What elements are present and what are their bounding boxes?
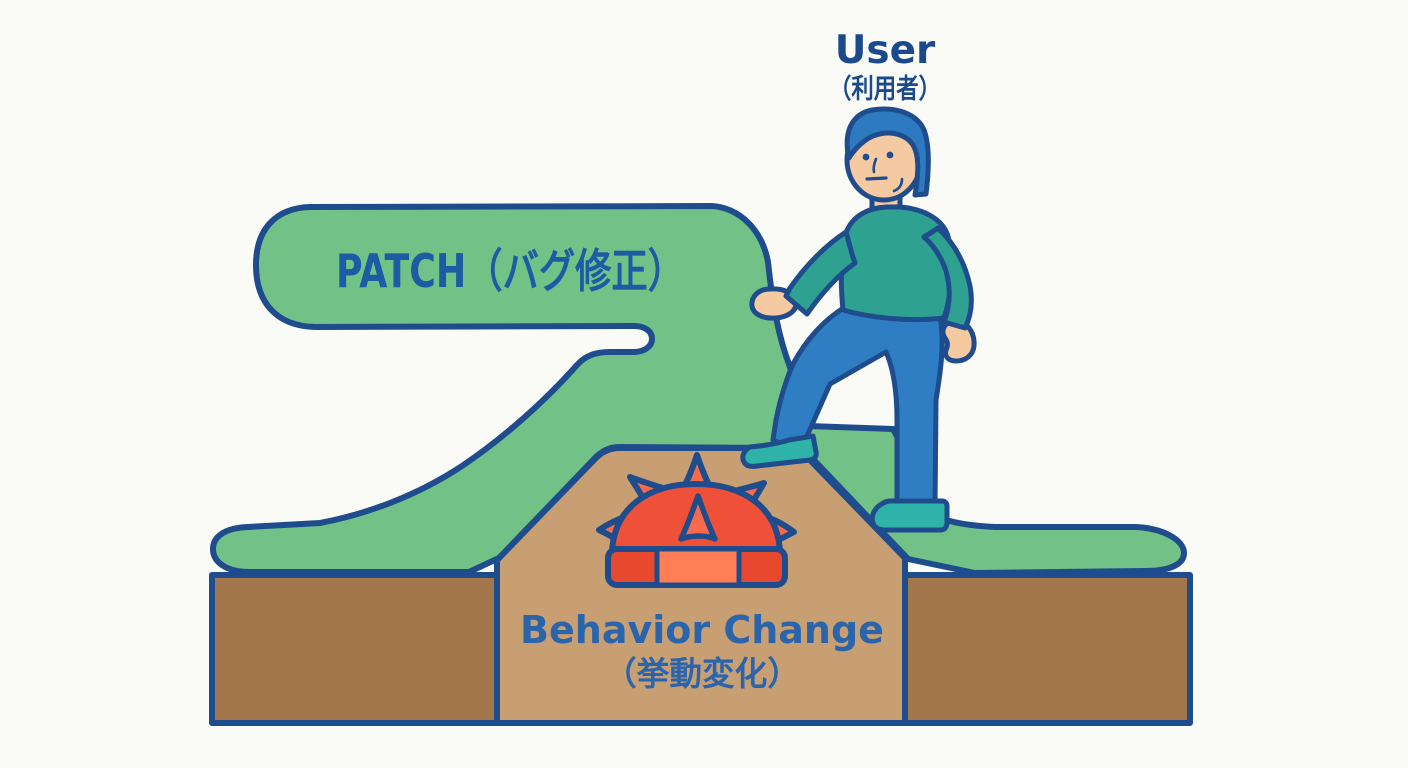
person-back-shoe (869, 498, 950, 533)
user-label-jp: （利用者） (829, 74, 941, 105)
person-front-shoe (740, 433, 819, 469)
person-pants (770, 304, 945, 508)
walking-user-figure (740, 106, 977, 533)
person-mouth (865, 176, 888, 181)
person-nose (872, 157, 878, 174)
patch-ribbon (210, 203, 1187, 576)
user-label: User (835, 28, 936, 73)
behavior-change-label: Behavior Change (520, 608, 884, 652)
person-right-arm (921, 225, 974, 331)
person-hair (844, 106, 931, 198)
mine-center-spike (678, 493, 718, 542)
mine-base-center-brick (654, 546, 742, 588)
behavior-change-label-jp: （挙動変化） (604, 654, 800, 693)
spiked-mine-icon (596, 452, 797, 588)
person-left-arm (783, 229, 858, 317)
person-shirt (838, 204, 954, 323)
person-jaw-line (892, 177, 904, 193)
person-face (862, 151, 904, 193)
patch-label: PATCH（バグ修正） (336, 244, 684, 298)
